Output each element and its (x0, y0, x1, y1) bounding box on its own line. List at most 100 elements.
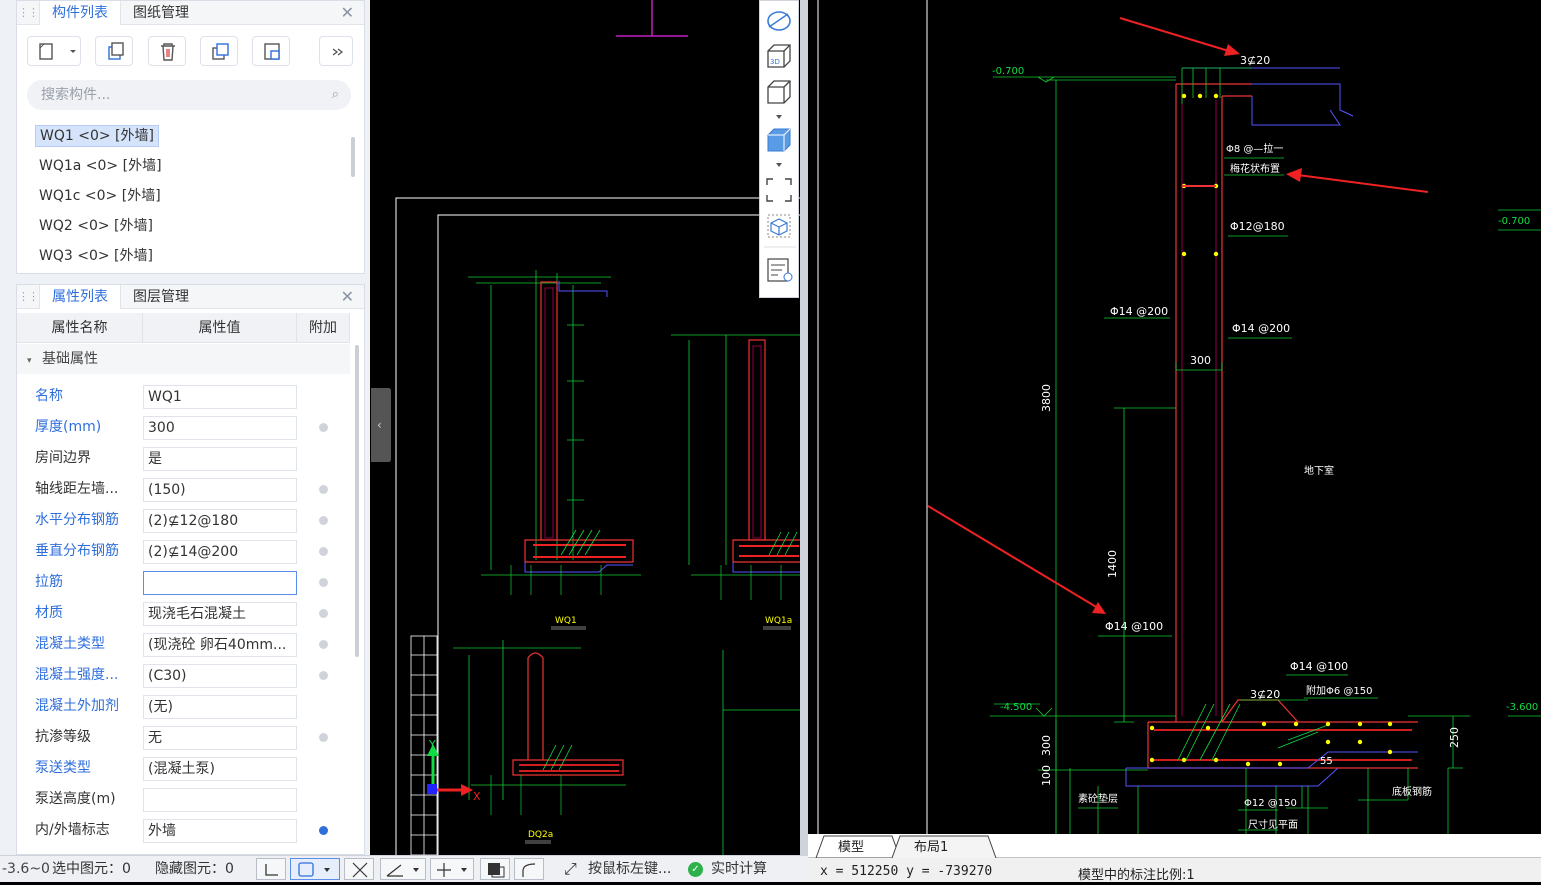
list-item[interactable]: WQ1a <0> [外墙] (17, 151, 347, 181)
list-item-label: WQ1 <0> [外墙] (35, 125, 159, 147)
tab-drawing-manage[interactable]: 图纸管理 (133, 4, 189, 21)
chevron-down-icon[interactable] (776, 115, 782, 119)
property-row: 水平分布钢筋(2)⊈12@180 (17, 505, 350, 536)
property-value-field[interactable]: (混凝土泵) (143, 757, 297, 781)
property-name: 抗渗等级 (35, 729, 91, 745)
search-icon[interactable]: ⌕ (331, 87, 339, 102)
axis-x-label: X (473, 790, 481, 803)
attach-checkbox[interactable] (319, 547, 328, 556)
floor-range: -3.6~0 (2, 861, 50, 877)
coordinate-readout: x = 512250 y = -739270 (820, 864, 993, 879)
expand-icon[interactable]: ⤢ (564, 859, 577, 878)
property-value-field[interactable]: (2)⊈14@200 (143, 540, 297, 564)
list-scrollbar[interactable] (351, 137, 355, 177)
attach-checkbox[interactable] (319, 578, 328, 587)
list-item[interactable]: WQ3 <0> [外墙] (17, 241, 347, 271)
chevron-down-icon[interactable] (776, 163, 782, 167)
search-input[interactable]: 搜索构件... ⌕ (27, 80, 351, 110)
attach-checkbox[interactable] (319, 516, 328, 525)
property-name: 混凝土类型 (35, 636, 105, 652)
label-foot-bot: Φ12 @150 (1244, 798, 1297, 809)
tab-model[interactable] (815, 835, 901, 858)
drag-handle-icon[interactable]: ⋮⋮ (18, 6, 39, 19)
view-3d-icon[interactable]: 3D (767, 44, 791, 68)
blue-outline (1125, 67, 1418, 787)
property-value-field[interactable]: (150) (143, 478, 297, 502)
property-value-field[interactable]: 300 (143, 416, 297, 440)
rebar-hatch (1177, 703, 1329, 761)
attach-checkbox[interactable] (319, 671, 328, 680)
arc-tool-button[interactable] (514, 858, 544, 880)
delete-component-button[interactable] (148, 36, 186, 66)
cad-canvas-main[interactable]: ‹ WQ1 WQ1a (371, 0, 808, 855)
property-name: 材质 (35, 605, 63, 621)
isometric-icon[interactable] (767, 214, 791, 238)
more-button[interactable] (319, 36, 353, 66)
drag-handle-icon[interactable]: ⋮⋮ (18, 290, 39, 303)
angle-button[interactable] (380, 858, 426, 880)
layer-button[interactable] (480, 858, 510, 880)
orbit-icon[interactable] (767, 11, 791, 31)
property-value-field[interactable]: (2)⊈12@180 (143, 509, 297, 533)
list-item[interactable]: WQ1 <0> [外墙] (17, 121, 347, 151)
view-splitter[interactable] (800, 0, 808, 855)
attach-checkbox[interactable] (319, 733, 328, 742)
property-value-field[interactable]: 外墙 (143, 819, 297, 843)
wall-outline (1147, 83, 1418, 769)
tab-layout1[interactable] (891, 835, 997, 858)
property-value-field[interactable]: 现浇毛石混凝土 (143, 602, 297, 626)
new-component-button[interactable] (27, 36, 81, 66)
list-item-label: WQ1a <0> [外墙] (39, 158, 162, 174)
copy-component-button[interactable] (95, 36, 133, 66)
save-component-button[interactable] (252, 36, 290, 66)
component-tabs: ⋮⋮ 构件列表 图纸管理 ✕ (17, 0, 364, 25)
property-value-field[interactable]: WQ1 (143, 385, 297, 409)
list-item[interactable]: WQ1c <0> [外墙] (17, 181, 347, 211)
realtime-calc[interactable]: 实时计算 (711, 861, 767, 877)
label-foot-tie: 附加Φ6 @150 (1306, 684, 1373, 697)
tab-component-list[interactable]: 构件列表 (39, 0, 121, 25)
rebar-dots (1149, 93, 1393, 767)
close-icon[interactable]: ✕ (340, 287, 354, 306)
cad-layout-tabs: 模型 布局1 (808, 834, 1541, 858)
property-scrollbar[interactable] (355, 345, 359, 657)
property-group-basic[interactable]: ▾ 基础属性 (17, 344, 350, 374)
snap-button[interactable] (430, 858, 474, 880)
property-value-field[interactable]: (现浇砼 卵石40mm... (143, 633, 297, 657)
attach-checkbox[interactable] (319, 640, 328, 649)
list-item[interactable]: WQ2 <0> [外墙] (17, 211, 347, 241)
attach-checkbox[interactable] (319, 826, 328, 835)
label-foot-bars: 3⊈20 (1250, 688, 1280, 701)
label-thickness: 300 (1190, 354, 1211, 367)
display-settings-icon[interactable] (767, 258, 793, 282)
view-solid-icon[interactable] (767, 128, 791, 152)
ortho-button[interactable] (256, 858, 286, 880)
property-value-field[interactable]: (无) (143, 695, 297, 719)
close-icon[interactable]: ✕ (340, 3, 354, 22)
view-cube-icon[interactable] (767, 80, 791, 104)
attach-checkbox[interactable] (319, 609, 328, 618)
label-el-top-right: -0.700 (1498, 216, 1530, 227)
property-value-field[interactable]: 无 (143, 726, 297, 750)
attach-checkbox[interactable] (319, 423, 328, 432)
fit-view-icon[interactable] (766, 178, 792, 202)
tab-layer-manage[interactable]: 图层管理 (133, 288, 189, 305)
layer-copy-button[interactable] (200, 36, 238, 66)
tab-property-list[interactable]: 属性列表 (39, 284, 121, 309)
select-mode-button[interactable] (290, 858, 340, 880)
property-value-field[interactable] (143, 571, 297, 595)
property-value-field[interactable] (143, 788, 297, 812)
label-300: 300 (1040, 735, 1053, 756)
cad-detail-canvas[interactable]: 3⊈20 Φ8 @—拉一 梅花状布置 Φ12@180 Φ14 @200 Φ14 … (808, 0, 1541, 882)
col-name: 属性名称 (17, 313, 143, 342)
cross-select-button[interactable] (344, 858, 374, 880)
property-row: 材质 现浇毛石混凝土 (17, 598, 350, 629)
left-sidebar: ⋮⋮ 构件列表 图纸管理 ✕ 搜索构 (0, 0, 370, 855)
property-value-field[interactable]: (C30) (143, 664, 297, 688)
chevron-down-icon: ▾ (27, 356, 32, 366)
collapse-handle[interactable] (371, 388, 391, 462)
property-value-field[interactable]: 是 (143, 447, 297, 471)
view-toolbar: 3D (759, 0, 799, 298)
attach-checkbox[interactable] (319, 485, 328, 494)
